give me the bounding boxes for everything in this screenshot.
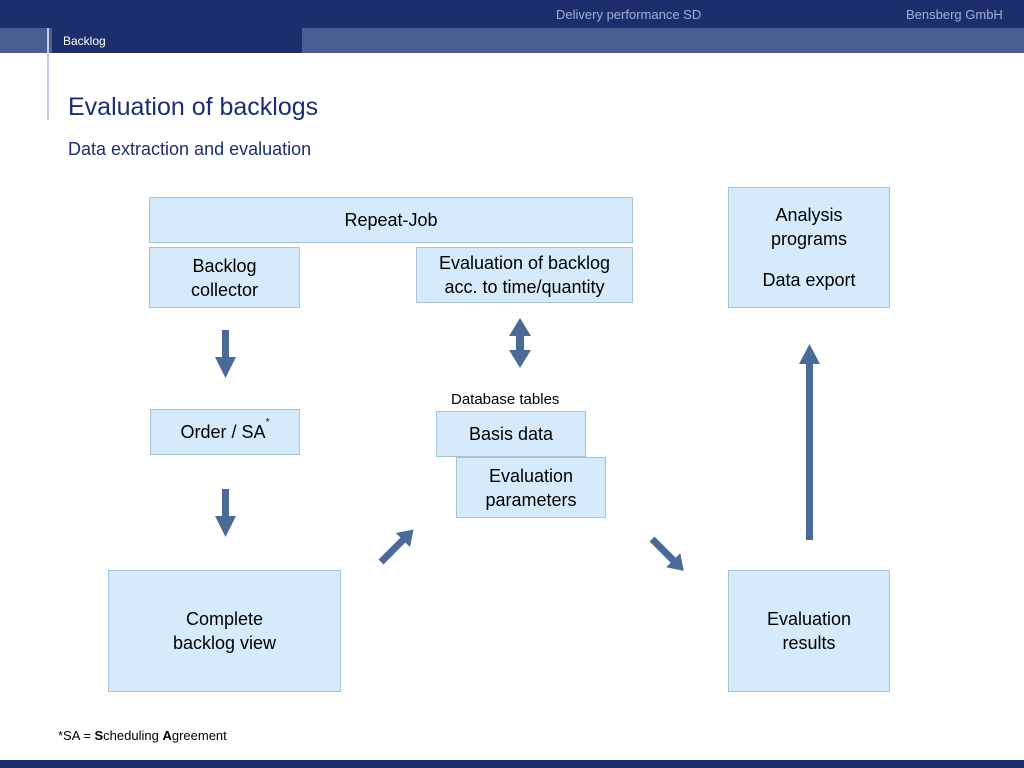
- complete-backlog-view-box: Complete backlog view: [108, 570, 341, 692]
- arrow-double-evaluation-database: [509, 318, 531, 368]
- arrow-diagonal-to-results: [649, 536, 684, 571]
- footnote-a-letter: A: [162, 728, 172, 743]
- evaluation-backlog-box: Evaluation of backlog acc. to time/quant…: [416, 247, 633, 303]
- order-sa-label: Order / SA: [180, 422, 266, 442]
- evaluation-results-line2: results: [782, 633, 836, 653]
- bottom-bar: [0, 760, 1024, 768]
- evaluation-parameters-box: Evaluation parameters: [456, 457, 606, 518]
- slide-title: Evaluation of backlogs: [68, 93, 319, 121]
- header-company: Bensberg GmbH: [906, 7, 1003, 22]
- repeat-job-box: Repeat-Job: [149, 197, 633, 243]
- evaluation-backlog-line1: Evaluation of backlog: [438, 253, 611, 273]
- evaluation-results-box: Evaluation results: [728, 570, 890, 692]
- section-tab-label: Backlog: [63, 34, 106, 48]
- order-sa-box: Order / SA *: [150, 409, 300, 455]
- backlog-collector-line1: Backlog: [192, 255, 257, 276]
- repeat-job-label: Repeat-Job: [344, 210, 438, 230]
- basis-data-box: Basis data: [436, 411, 586, 457]
- header-center-text: Delivery performance SD: [556, 7, 702, 22]
- slide-subtitle: Data extraction and evaluation: [68, 139, 312, 159]
- footnote-a-rest: greement: [171, 728, 227, 743]
- analysis-programs-line1: Analysis: [775, 205, 843, 225]
- footnote-s-rest: cheduling: [103, 728, 163, 743]
- arrow-up-results-analysis: [799, 344, 820, 540]
- evaluation-parameters-line2: parameters: [485, 489, 577, 510]
- analysis-programs-line2: programs: [770, 229, 848, 249]
- evaluation-parameters-line1: Evaluation: [488, 465, 574, 486]
- section-tab: Backlog: [52, 28, 302, 53]
- database-tables-label: Database tables: [451, 391, 560, 408]
- analysis-programs-box: Analysis programs Data export: [728, 187, 890, 308]
- complete-backlog-view-line1: Complete: [185, 609, 264, 629]
- backlog-collector-line2: collector: [190, 279, 259, 300]
- complete-backlog-view-line2: backlog view: [172, 633, 277, 653]
- order-sa-footnote-mark: *: [265, 417, 270, 428]
- header-divider-line: [47, 28, 49, 120]
- arrow-down-collector-order: [215, 330, 236, 378]
- top-bar: Delivery performance SD Bensberg GmbH: [0, 0, 1024, 28]
- footnote-prefix: *SA =: [58, 728, 95, 743]
- section-bar: Backlog: [0, 28, 1024, 53]
- data-export-label: Data export: [762, 270, 856, 290]
- basis-data-label: Basis data: [468, 424, 554, 444]
- evaluation-results-line1: Evaluation: [766, 609, 852, 629]
- arrow-down-order-complete: [215, 489, 236, 537]
- arrow-diagonal-to-database: [378, 529, 414, 565]
- footnote-s-letter: S: [94, 728, 104, 743]
- backlog-collector-box: Backlog collector: [149, 247, 300, 308]
- evaluation-backlog-line2: acc. to time/quantity: [444, 277, 605, 297]
- footnote: *SA = Scheduling Agreement: [58, 728, 227, 743]
